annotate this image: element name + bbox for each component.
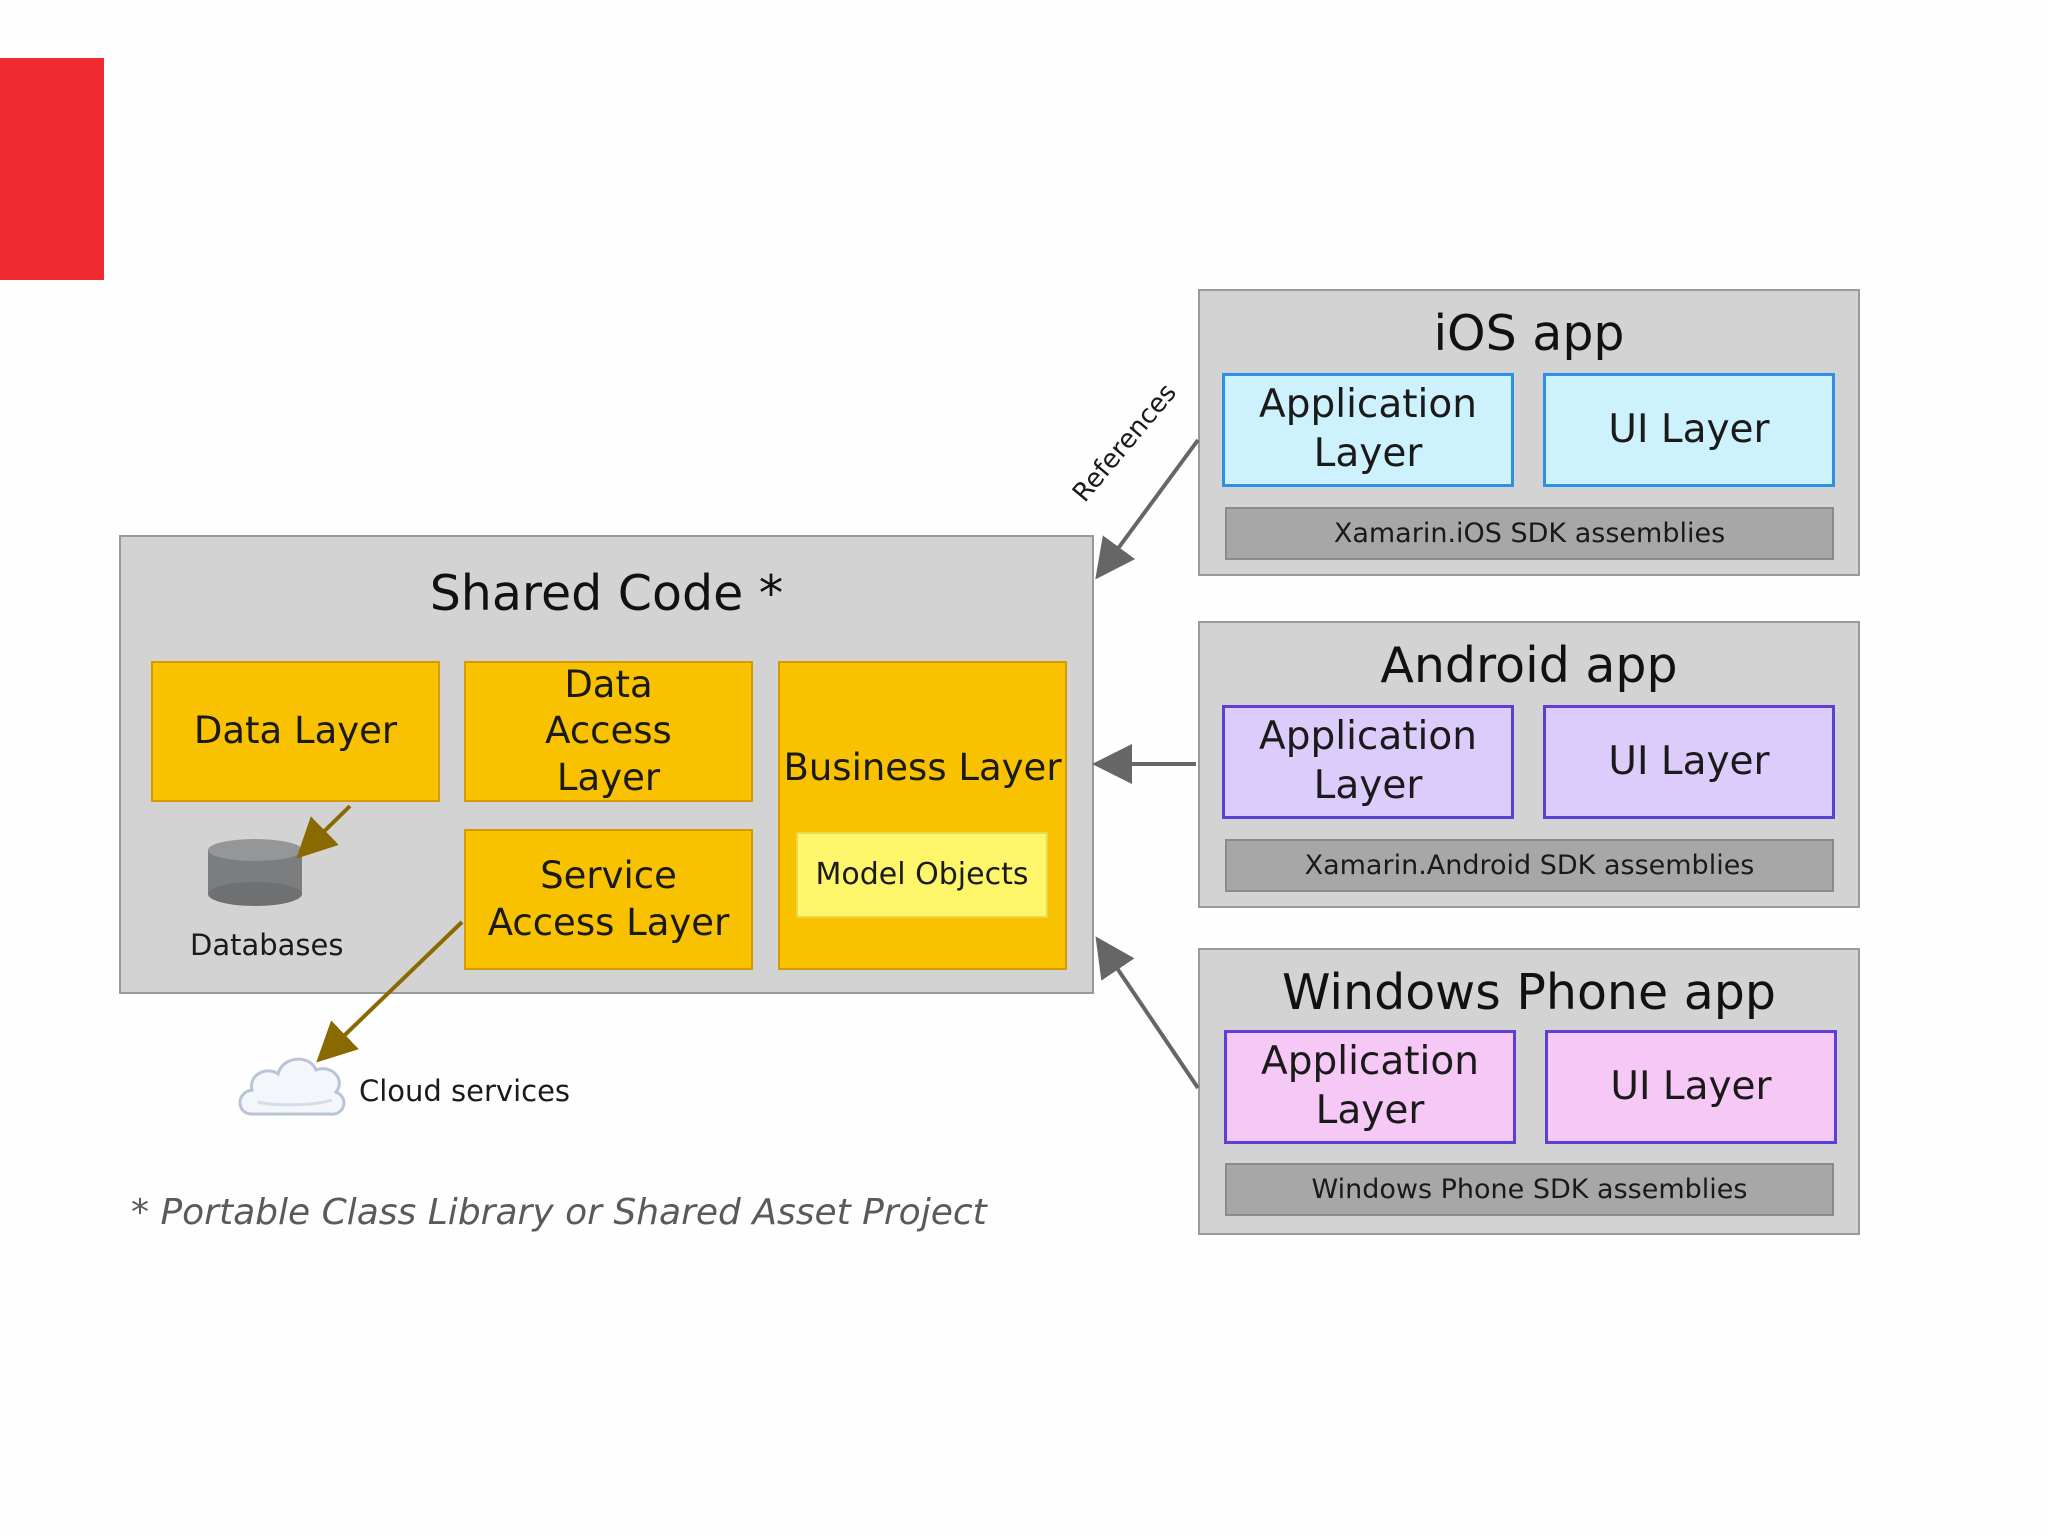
data-access-layer-box: Data Access Layer <box>464 661 753 802</box>
windows-sdk-bar: Windows Phone SDK assemblies <box>1225 1163 1834 1216</box>
windows-phone-app-title: Windows Phone app <box>1282 964 1776 1021</box>
ios-ui-layer-box: UI Layer <box>1543 373 1835 487</box>
ios-application-layer-box: Application Layer <box>1222 373 1514 487</box>
database-icon <box>208 839 302 906</box>
data-layer-to-database-arrow <box>296 804 352 859</box>
android-sdk-bar: Xamarin.Android SDK assemblies <box>1225 839 1834 892</box>
cloud-services-label: Cloud services <box>359 1074 571 1108</box>
windows-to-shared-arrow <box>1095 936 1200 1090</box>
databases-label: Databases <box>190 928 344 962</box>
cloud-icon <box>238 1057 346 1116</box>
model-objects-box: Model Objects <box>796 832 1048 918</box>
android-app-title: Android app <box>1380 637 1678 694</box>
business-layer-box: Business Layer <box>778 661 1067 970</box>
accent-red-bar <box>0 58 104 280</box>
ios-app-title: iOS app <box>1433 305 1625 362</box>
shared-code-title: Shared Code * <box>429 565 784 622</box>
business-layer-label: Business Layer <box>783 746 1062 789</box>
service-access-layer-box: Service Access Layer <box>464 829 753 970</box>
android-application-layer-box: Application Layer <box>1222 705 1514 819</box>
service-access-to-cloud-arrow <box>316 920 464 1063</box>
ios-sdk-bar: Xamarin.iOS SDK assemblies <box>1225 507 1834 560</box>
android-ui-layer-box: UI Layer <box>1543 705 1835 819</box>
windows-application-layer-box: Application Layer <box>1224 1030 1516 1144</box>
windows-ui-layer-box: UI Layer <box>1545 1030 1837 1144</box>
footnote: * Portable Class Library or Shared Asset… <box>131 1192 987 1233</box>
ios-to-shared-arrow <box>1095 438 1200 580</box>
data-layer-box: Data Layer <box>151 661 440 802</box>
